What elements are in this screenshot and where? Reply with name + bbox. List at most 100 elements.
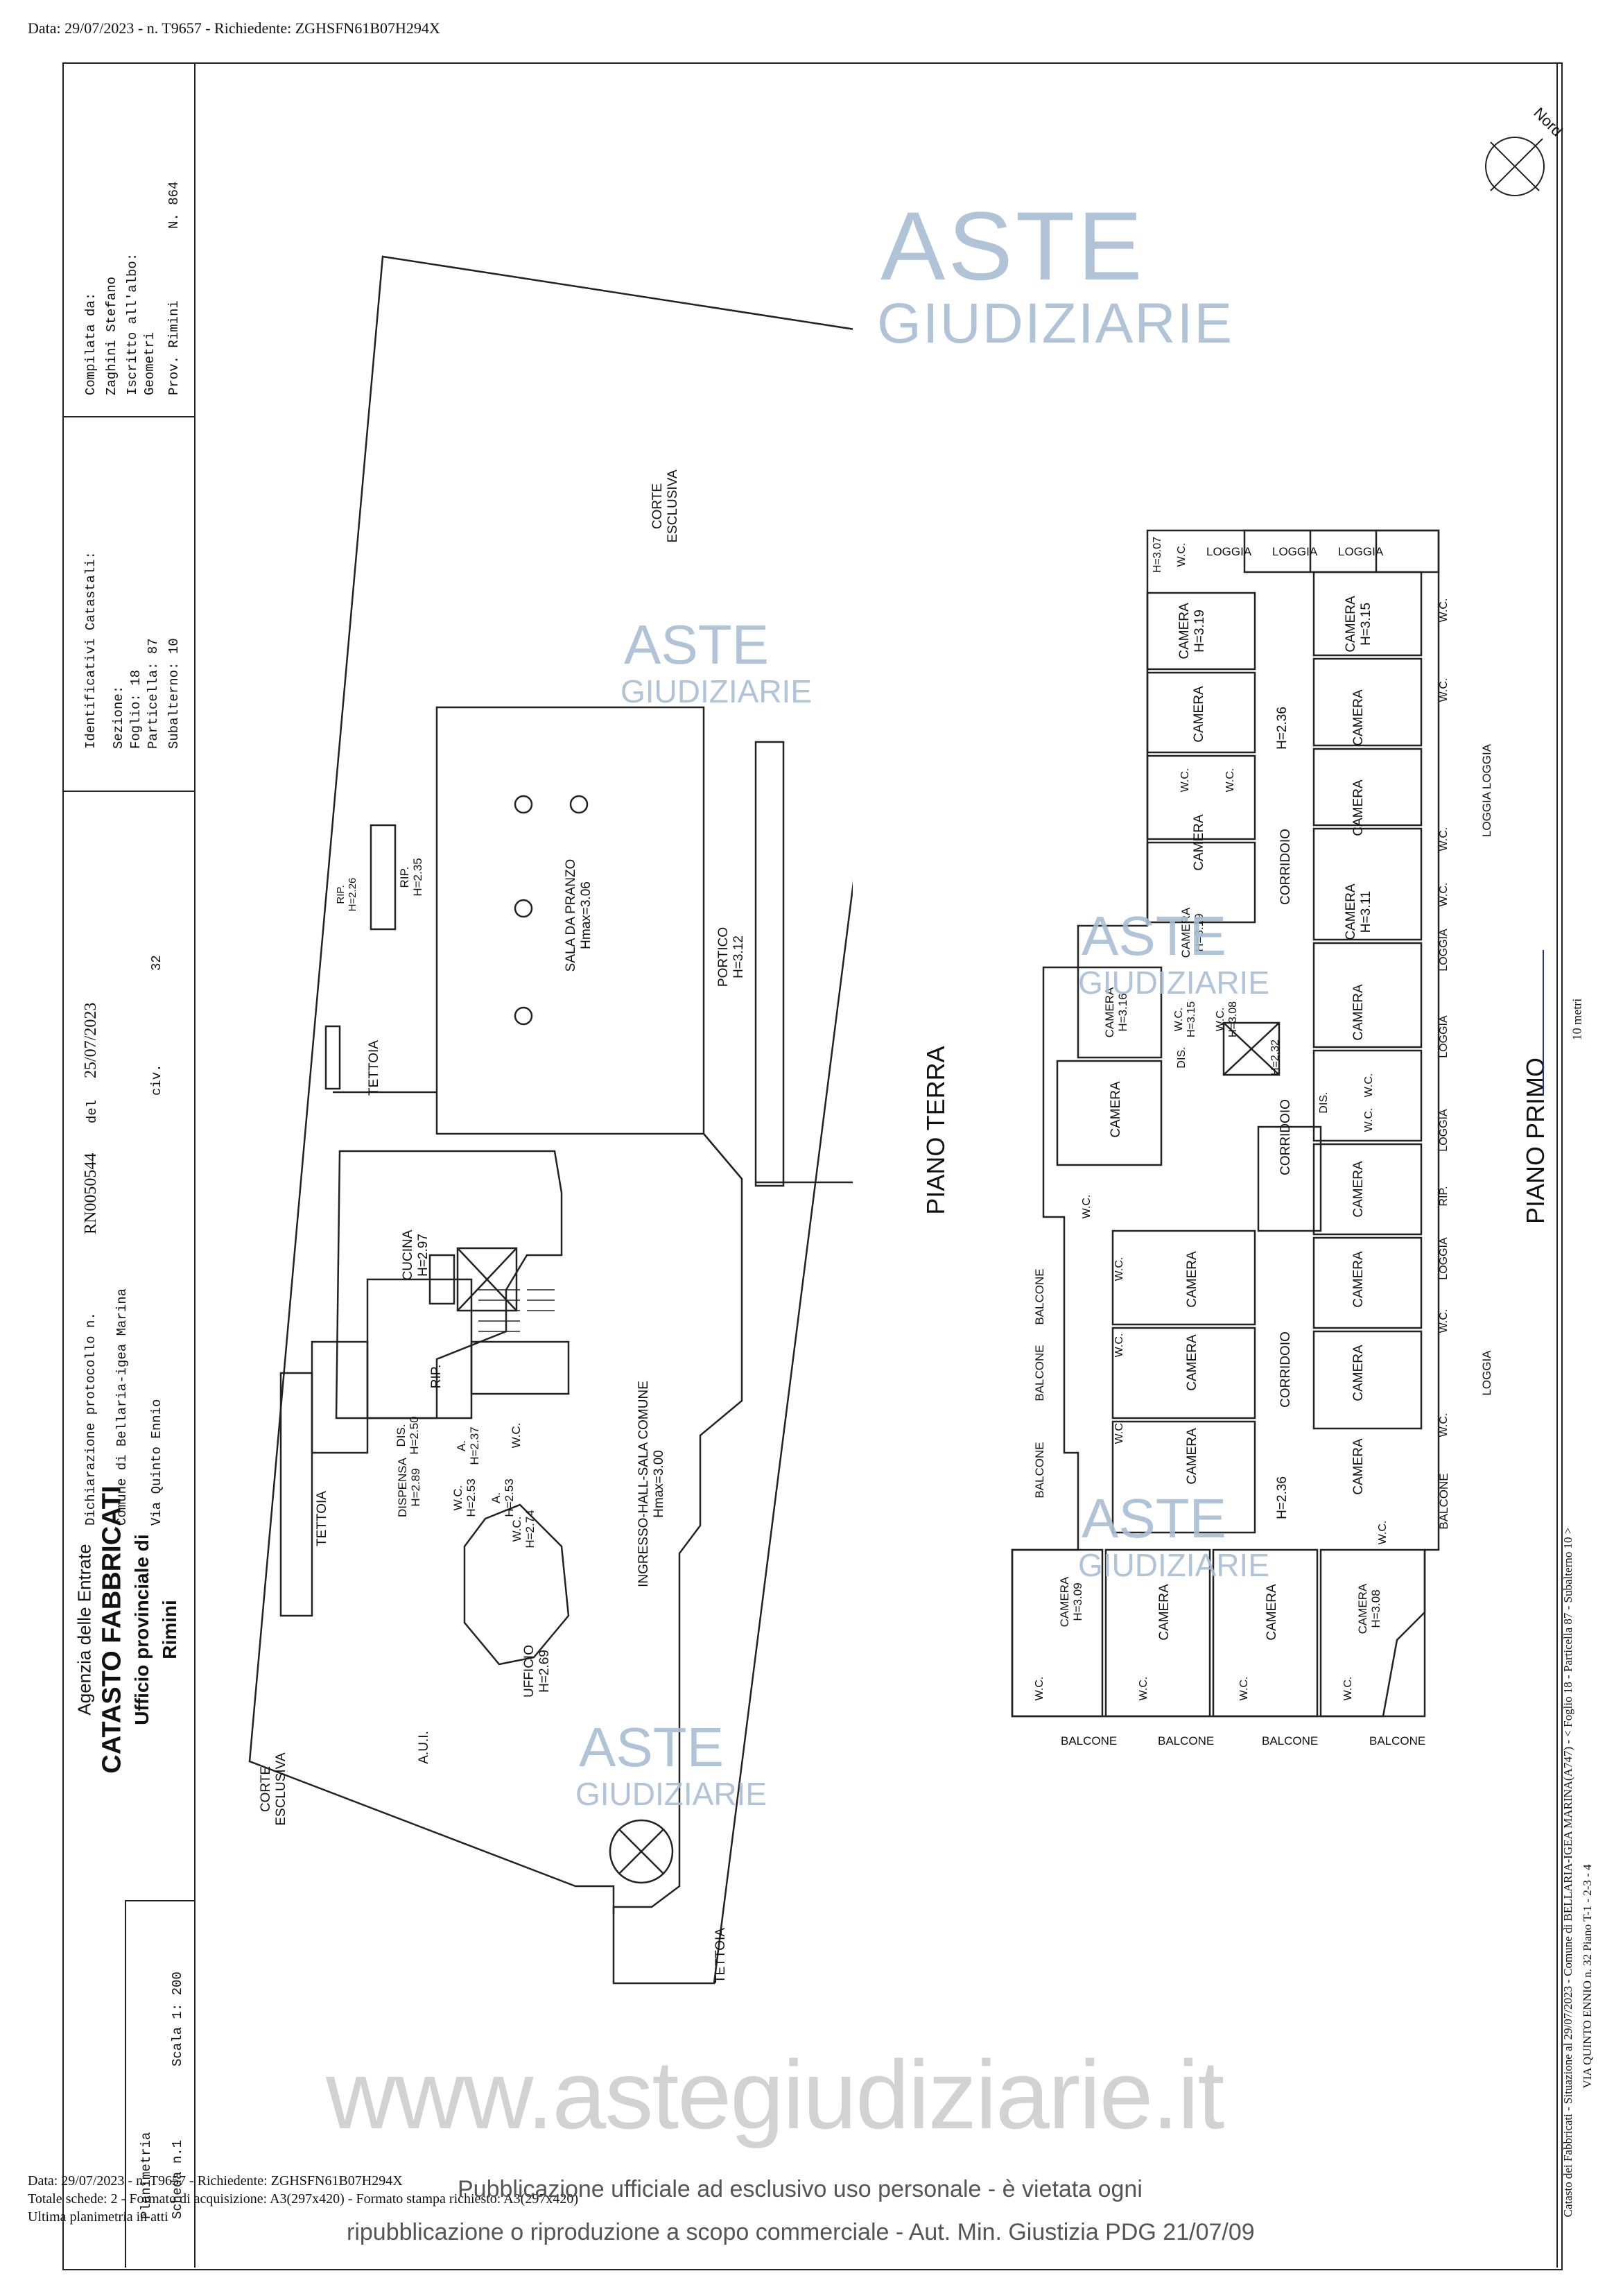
camera-label: CAMERA bbox=[1351, 1251, 1366, 1308]
camera-label: CAMERA bbox=[1157, 1584, 1172, 1641]
camera-label: CAMERA bbox=[1109, 1081, 1123, 1138]
footer-schede: Totale schede: 2 - Formato di acquisizio… bbox=[28, 2191, 578, 2207]
agency-line3: Ufficio provinciale di bbox=[131, 1534, 153, 1725]
camera-label: CAMERA bbox=[1185, 1251, 1199, 1308]
wc-label: W.C. bbox=[1363, 1107, 1375, 1132]
watermark-aste: ASTE bbox=[880, 191, 1145, 300]
identifiers-title: Identificativi Catastali: bbox=[83, 551, 98, 749]
agency-line2: CATASTO FABBRICATI bbox=[97, 1485, 127, 1774]
h236-label: H=2.36 bbox=[1275, 1476, 1290, 1519]
rip2-label: RIP.H=2.35 bbox=[398, 858, 424, 897]
wc-label: W.C. bbox=[1113, 1419, 1125, 1444]
a1-label: A.H=2.37 bbox=[455, 1426, 481, 1465]
header-line: Data: 29/07/2023 - n. T9657 - Richiedent… bbox=[28, 19, 440, 37]
footer-data: Data: 29/07/2023 - n. T9657 - Richiedent… bbox=[28, 2173, 403, 2189]
dis-label: DIS. bbox=[1176, 1046, 1188, 1069]
balcone-label: BALCONE bbox=[1033, 1268, 1046, 1325]
balcone-label: BALCONE bbox=[1033, 1442, 1046, 1499]
tettoia-label: TETTOIA bbox=[713, 1928, 728, 1983]
identifiers-sezione: Sezione: bbox=[111, 685, 126, 749]
loggia-label: LOGGIA bbox=[1438, 929, 1450, 972]
compiler-number: N. 864 bbox=[166, 181, 182, 229]
piano-terra-title: PIANO TERRA bbox=[921, 1046, 950, 1215]
identifiers-particella: Particella: 87 bbox=[146, 638, 161, 749]
compiler-prov: Prov. Rimini bbox=[166, 300, 182, 395]
footer-publication-line1: Pubblicazione ufficiale ad esclusivo uso… bbox=[458, 2176, 1143, 2202]
loggia-label: LOGGIA bbox=[1438, 1015, 1450, 1058]
wc2-label: W.C.H=2.53 bbox=[451, 1478, 478, 1517]
compiler-title: Compilata da: bbox=[83, 292, 98, 395]
h232-label: H=2.32 bbox=[1269, 1039, 1281, 1076]
wc-label: W.C. bbox=[1238, 1676, 1250, 1701]
north-arrow-icon bbox=[1485, 137, 1545, 196]
corridoio-label: CORRIDOIO bbox=[1278, 1099, 1293, 1175]
aui-label: A.U.I. bbox=[417, 1731, 431, 1764]
footer-ultima: Ultima planimetria in atti bbox=[28, 2209, 168, 2225]
compiler-name: Zaghini Stefano bbox=[104, 276, 119, 395]
camera-label: CAMERA bbox=[1351, 689, 1366, 746]
balcone-label: BALCONE bbox=[1158, 1734, 1215, 1747]
left-panel-divider bbox=[194, 62, 196, 2268]
tettoia-label: TETTOIA bbox=[367, 1040, 381, 1096]
watermark-aste: ASTE bbox=[624, 614, 769, 675]
balcone-label: BALCONE bbox=[1437, 1473, 1450, 1530]
camera-label: CAMERA bbox=[1192, 814, 1206, 871]
camera-label: CAMERA bbox=[1185, 1428, 1199, 1485]
rip1-label: RIP.H=2.26 bbox=[335, 877, 358, 912]
watermark-url: www.astegiudiziarie.it bbox=[326, 2040, 1224, 2149]
dis-label: DIS. bbox=[1318, 1091, 1330, 1114]
wc-label: W.C. bbox=[1438, 1413, 1450, 1438]
wc-label: W.C. bbox=[1179, 768, 1191, 793]
camera-label: CAMERA bbox=[1351, 779, 1366, 836]
first-floor-plan bbox=[1011, 529, 1440, 1718]
watermark-giudiziarie: GIUDIZIARIE bbox=[620, 673, 813, 709]
wc-label: W.C. bbox=[1081, 1194, 1093, 1219]
watermark-aste: ASTE bbox=[1082, 1487, 1226, 1549]
wc-label: W.C. bbox=[1377, 1520, 1389, 1545]
panel-rule bbox=[62, 791, 194, 792]
wc-label: W.C. bbox=[1342, 1676, 1354, 1701]
scheda-scale: Scala 1: 200 bbox=[170, 1971, 185, 2066]
wc-label: W.C. bbox=[1034, 1676, 1045, 1701]
situation-note: Catasto dei Fabbricati - Situazione al 2… bbox=[1561, 1527, 1574, 2218]
agency-line4: Rimini bbox=[159, 1600, 180, 1659]
wc-label: W.C. bbox=[1113, 1257, 1125, 1281]
loggia-loggia-label: LOGGIA LOGGIA bbox=[1480, 743, 1493, 838]
declaration-via: Via Quinto Ennio bbox=[149, 1399, 164, 1526]
declaration-date: 25/07/2023 bbox=[82, 1002, 100, 1078]
declaration-protocol: RN0050544 bbox=[82, 1153, 100, 1234]
h236-label: H=2.36 bbox=[1275, 707, 1290, 750]
loggia-label: LOGGIA bbox=[1206, 545, 1252, 558]
panel-rule bbox=[62, 416, 194, 417]
camera-label: CAMERA bbox=[1351, 1345, 1366, 1401]
address-note: VIA QUINTO ENNIO n. 32 Piano T-1 - 2-3 -… bbox=[1581, 1864, 1594, 2089]
wc-label: W.C. bbox=[1438, 598, 1450, 623]
watermark-aste: ASTE bbox=[1082, 905, 1226, 967]
compiler-profession: Geometri bbox=[142, 331, 157, 395]
watermark-giudiziarie: GIUDIZIARIE bbox=[877, 292, 1234, 355]
corridoio-label: CORRIDOIO bbox=[1278, 1331, 1293, 1408]
h307-label: H=3.07 bbox=[1152, 536, 1163, 573]
wc-label: W.C. bbox=[1113, 1333, 1125, 1358]
wc-label: W.C. bbox=[1176, 542, 1188, 567]
dis-label: DIS.H=2.50 bbox=[394, 1416, 421, 1455]
watermark-aste: ASTE bbox=[579, 1716, 724, 1778]
camera-label: CAMERA bbox=[1351, 1161, 1366, 1218]
watermark-giudiziarie: GIUDIZIARIE bbox=[575, 1776, 767, 1812]
panel-rule bbox=[125, 1900, 194, 1901]
panel-rule bbox=[125, 1900, 126, 2268]
watermark-giudiziarie: GIUDIZIARIE bbox=[1078, 1547, 1270, 1583]
tettoia-label: TETTOIA bbox=[315, 1491, 329, 1546]
balcone-label: BALCONE bbox=[1061, 1734, 1118, 1747]
right-border bbox=[1556, 62, 1558, 2268]
wc-label: W.C. bbox=[1438, 677, 1450, 702]
loggia-label: LOGGIA bbox=[1338, 545, 1384, 558]
declaration-civ-number: 32 bbox=[149, 955, 164, 971]
camera-label: CAMERA bbox=[1351, 984, 1366, 1041]
